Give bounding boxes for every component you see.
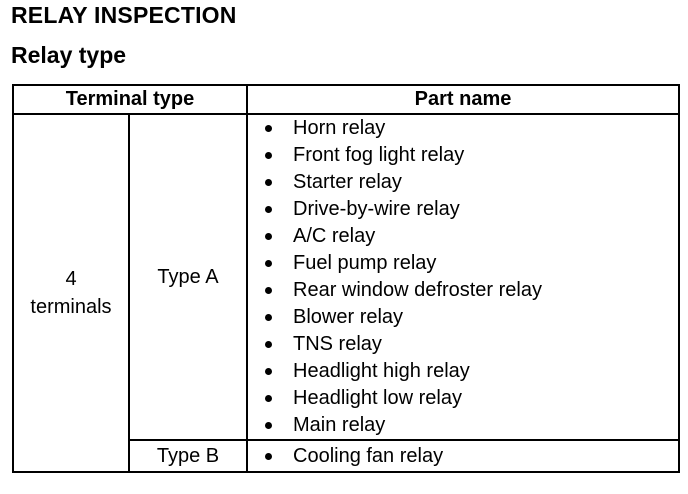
list-item: Blower relay — [248, 304, 678, 331]
bullet-icon — [265, 206, 272, 213]
bullet-icon — [265, 179, 272, 186]
bullet-icon — [265, 260, 272, 267]
part-name: Blower relay — [293, 306, 404, 328]
part-name: Horn relay — [293, 117, 386, 139]
part-name: Rear window defroster relay — [293, 279, 542, 301]
bullet-icon — [265, 152, 272, 159]
part-name: Main relay — [293, 414, 386, 436]
list-item: Main relay — [248, 412, 678, 439]
list-item: Horn relay — [248, 115, 678, 142]
terminal-count-cell: 4 terminals — [12, 113, 130, 473]
part-name: TNS relay — [293, 333, 382, 355]
table-header-row: Terminal type Part name — [12, 84, 680, 115]
list-item: A/C relay — [248, 223, 678, 250]
relay-type-table: Terminal type Part name 4 terminals Type… — [12, 84, 680, 473]
page-title: RELAY INSPECTION — [11, 2, 237, 28]
part-name: Fuel pump relay — [293, 252, 437, 274]
part-name: Cooling fan relay — [293, 444, 444, 467]
bullet-icon — [265, 395, 272, 402]
part-name: Starter relay — [293, 171, 402, 193]
bullet-icon — [265, 125, 272, 132]
terminal-count-number: 4 — [65, 268, 77, 290]
part-name: Front fog light relay — [293, 144, 465, 166]
bullet-icon — [265, 341, 272, 348]
list-item: Cooling fan relay — [248, 443, 678, 470]
bullet-icon — [265, 287, 272, 294]
section-title: Relay type — [11, 42, 127, 68]
bullet-icon — [265, 233, 272, 240]
type-b-part-list: Cooling fan relay — [248, 443, 678, 470]
part-name: A/C relay — [293, 225, 376, 247]
header-terminal-type: Terminal type — [12, 84, 248, 115]
list-item: Rear window defroster relay — [248, 277, 678, 304]
list-item: Drive-by-wire relay — [248, 196, 678, 223]
list-item: Starter relay — [248, 169, 678, 196]
table-row-type-b: Type B Cooling fan relay — [13, 439, 680, 473]
part-name: Drive-by-wire relay — [293, 198, 460, 220]
header-part-name: Part name — [246, 84, 680, 115]
type-b-cell: Type B — [128, 439, 248, 473]
table-row-type-a: 4 terminals Type A Horn relay Front fog … — [12, 113, 680, 473]
bullet-icon — [265, 452, 272, 460]
part-name: Headlight high relay — [293, 360, 470, 382]
part-name: Headlight low relay — [293, 387, 462, 409]
type-a-part-list: Horn relay Front fog light relay Starter… — [248, 115, 678, 439]
terminal-count-label: terminals — [30, 296, 112, 318]
type-b-parts-cell: Cooling fan relay — [246, 439, 680, 473]
type-a-cell: Type A — [128, 113, 248, 441]
bullet-icon — [265, 314, 272, 321]
list-item: Front fog light relay — [248, 142, 678, 169]
bullet-icon — [265, 422, 272, 429]
type-a-parts-cell: Horn relay Front fog light relay Starter… — [246, 113, 680, 441]
bullet-icon — [265, 368, 272, 375]
list-item: Fuel pump relay — [248, 250, 678, 277]
list-item: Headlight low relay — [248, 385, 678, 412]
list-item: Headlight high relay — [248, 358, 678, 385]
list-item: TNS relay — [248, 331, 678, 358]
